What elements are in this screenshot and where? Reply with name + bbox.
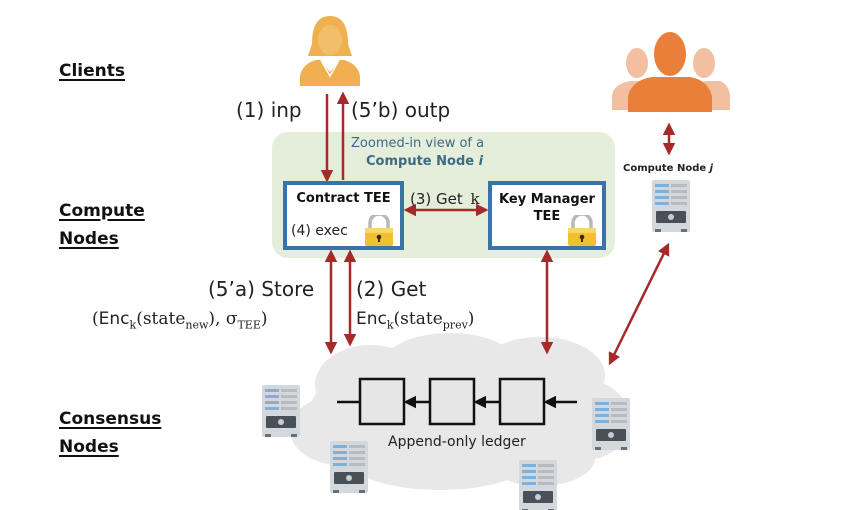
compute-node-i-text: Compute Node: [366, 154, 479, 169]
get-formula-prev: prev: [442, 318, 468, 332]
server-icon-compute-node-j: [652, 180, 690, 232]
key-manager-title-line1: Key Manager: [499, 192, 595, 207]
store-formula-new: new: [185, 318, 209, 332]
get-key-text: (3) Get: [410, 190, 463, 208]
get-state-label: (2) Get: [356, 277, 427, 301]
get-formula-enc: Enc: [356, 309, 387, 329]
compute-node-i-index: i: [478, 154, 484, 169]
store-formula-state: (state: [136, 309, 186, 329]
compute-node-j-text: Compute Node: [623, 163, 710, 174]
key-symbol: k: [470, 190, 480, 208]
server-icon-consensus-2: [330, 441, 368, 493]
output-label: (5’b) outp: [351, 98, 451, 122]
tier-label-compute-line2: Nodes: [59, 229, 119, 249]
ledger-block-2: [428, 377, 476, 426]
key-manager-tee-box: Key Manager TEE: [488, 181, 606, 250]
key-manager-tee-title: Key Manager TEE: [492, 191, 602, 225]
key-manager-title-line2: TEE: [533, 209, 561, 224]
zoomed-view-note-line2: Compute Node i: [351, 153, 484, 171]
tier-label-consensus-line2: Nodes: [59, 437, 119, 457]
contract-tee-box: Contract TEE (4) exec: [283, 181, 404, 250]
get-formula-state: (state: [393, 309, 443, 329]
store-formula: (Enck(statenew), σTEE): [92, 309, 268, 331]
zoomed-view-note: Zoomed-in view of a Compute Node i: [351, 135, 484, 171]
compute-node-j-index: j: [709, 163, 714, 174]
input-label: (1) inp: [236, 98, 302, 122]
tier-label-clients: Clients: [59, 61, 126, 81]
compute-node-j-label: Compute Node j: [623, 163, 713, 174]
store-formula-close: ): [260, 309, 268, 329]
client-group-icon: [612, 32, 730, 112]
lock-icon: [365, 215, 395, 247]
store-formula-enc: Enc: [98, 309, 130, 329]
server-icon-consensus-3: [592, 398, 630, 450]
server-icon-consensus-1: [262, 385, 300, 437]
ledger-block-3: [498, 377, 546, 426]
ledger-block-1: [358, 377, 406, 426]
tier-label-compute-line1: Compute: [59, 201, 145, 221]
store-formula-tee: TEE: [237, 318, 261, 332]
exec-label: (4) exec: [291, 223, 348, 239]
tier-label-compute-nodes: Compute Nodes: [59, 197, 145, 253]
store-formula-key: k: [129, 318, 137, 332]
store-formula-open: (: [92, 309, 99, 329]
get-state-formula: Enck(stateprev): [356, 309, 474, 331]
ledger-chain: [337, 377, 577, 426]
store-label: (5’a) Store: [208, 277, 315, 301]
ledger-label: Append-only ledger: [388, 434, 526, 450]
client-user-icon: [300, 16, 360, 86]
arrow-node-j-ledger: [608, 242, 670, 366]
tier-label-consensus-nodes: Consensus Nodes: [59, 405, 161, 461]
get-formula-close: ): [467, 309, 475, 329]
store-formula-sigma: ), σ: [208, 309, 238, 329]
lock-icon: [568, 215, 598, 247]
tier-label-consensus-line1: Consensus: [59, 409, 162, 429]
get-key-label: (3) Get k: [410, 190, 480, 208]
get-formula-key: k: [386, 318, 394, 332]
zoomed-view-note-line1: Zoomed-in view of a: [351, 136, 485, 151]
server-icon-consensus-4: [519, 460, 557, 510]
contract-tee-title: Contract TEE: [296, 191, 391, 206]
